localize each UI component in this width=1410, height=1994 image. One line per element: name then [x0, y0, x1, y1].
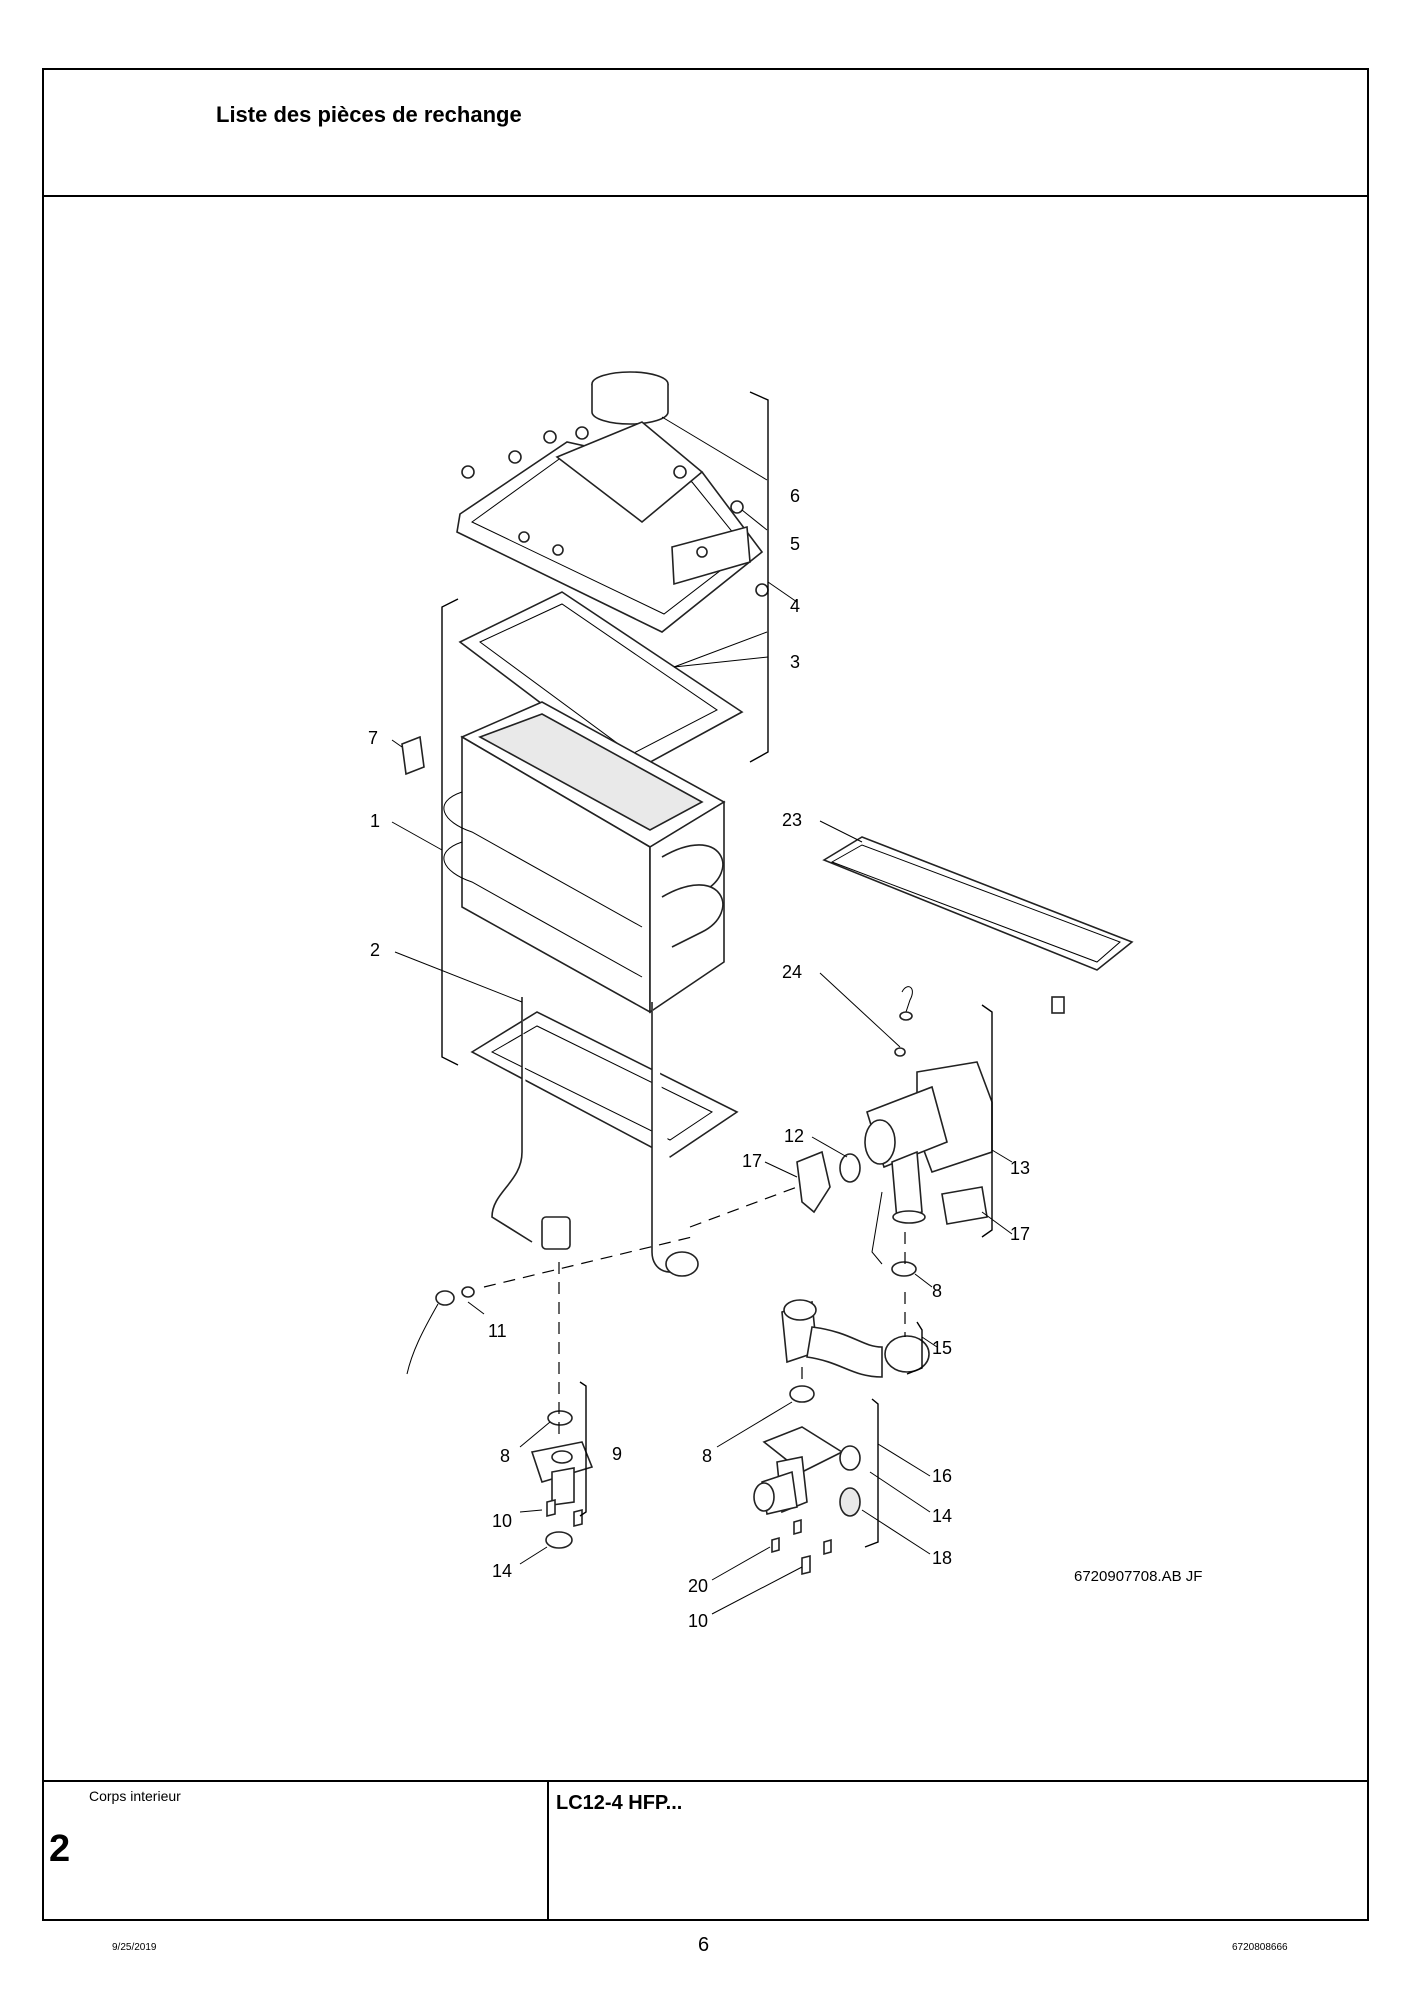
screw-part-10-d [823, 1538, 832, 1556]
callout-5: 5 [790, 534, 800, 554]
filter-part-18 [839, 1487, 861, 1517]
screw-part-10-a [546, 1498, 556, 1518]
callout-14: 14 [492, 1561, 512, 1581]
callout-10: 10 [688, 1611, 708, 1631]
callout-8: 8 [932, 1281, 942, 1301]
footer-section-cell: Corps interieur 2 [44, 1782, 549, 1921]
callout-17: 17 [1010, 1224, 1030, 1244]
clip-part-17-left [796, 1150, 831, 1214]
header-band: Liste des pièces de rechange [44, 70, 1367, 197]
callout-10: 10 [492, 1511, 512, 1531]
water-valve-part-13 [864, 1061, 993, 1265]
callout-15: 15 [932, 1338, 952, 1358]
document-title: Liste des pièces de rechange [216, 102, 522, 127]
callout-11: 11 [488, 1321, 507, 1341]
callout-1: 1 [370, 811, 380, 831]
callout-13: 13 [1010, 1158, 1030, 1178]
washer-part-14-a [545, 1531, 573, 1549]
heat-exchanger-part [443, 701, 726, 1014]
section-number: 2 [49, 1828, 71, 1870]
callout-8: 8 [500, 1446, 510, 1466]
callout-12: 12 [784, 1126, 804, 1146]
o-ring-part-8-b [789, 1385, 815, 1403]
callout-8: 8 [702, 1446, 712, 1466]
connector-part-9 [530, 1441, 594, 1506]
connecting-pipe-part-15 [781, 1299, 930, 1378]
callout-18: 18 [932, 1548, 952, 1568]
o-ring-part-8-c [547, 1410, 573, 1426]
hood-part [456, 421, 769, 633]
clip-part-17-right [941, 1186, 988, 1225]
o-ring-part-12 [839, 1153, 861, 1183]
clip-part-7 [401, 735, 425, 776]
callout-14: 14 [932, 1506, 952, 1526]
page-frame: Liste des pièces de rechange [42, 68, 1369, 1921]
callout-4: 4 [790, 596, 800, 616]
callout-17: 17 [742, 1151, 762, 1171]
print-date: 9/25/2019 [112, 1942, 157, 1953]
callout-16: 16 [932, 1466, 952, 1486]
screw-part-10-b [573, 1508, 583, 1528]
callout-23: 23 [782, 810, 802, 830]
washer-part-14-b [839, 1445, 861, 1471]
callout-9: 9 [612, 1444, 622, 1464]
callout-6: 6 [790, 486, 800, 506]
valve-body-part-16 [753, 1426, 844, 1515]
screw-part-20-a [771, 1536, 780, 1554]
screw-part-20-b [793, 1518, 802, 1536]
document-number: 6720808666 [1232, 1942, 1288, 1953]
parts-diagram-svg: 6543712232412171317815889161418101420101… [368, 371, 1134, 1631]
screw-part-10-c [801, 1554, 811, 1576]
callout-3: 3 [790, 652, 800, 672]
section-name: Corps interieur [89, 1788, 181, 1804]
model-name: LC12-4 HFP... [556, 1792, 683, 1814]
sensor-part-24 [894, 986, 913, 1057]
page-number: 6 [698, 1934, 710, 1956]
frame-gasket-part-23 [822, 836, 1134, 1014]
callout-24: 24 [782, 962, 802, 982]
drawing-reference: 6720907708.AB JF [1074, 1568, 1203, 1585]
callout-20: 20 [688, 1576, 708, 1596]
base-frame-part [470, 997, 739, 1277]
sensor-cable-part-11 [406, 1286, 475, 1375]
callout-2: 2 [370, 940, 380, 960]
footer-band: Corps interieur 2 LC12-4 HFP... [44, 1780, 1367, 1921]
o-ring-part-8-a [891, 1261, 917, 1277]
callout-7: 7 [368, 728, 378, 748]
